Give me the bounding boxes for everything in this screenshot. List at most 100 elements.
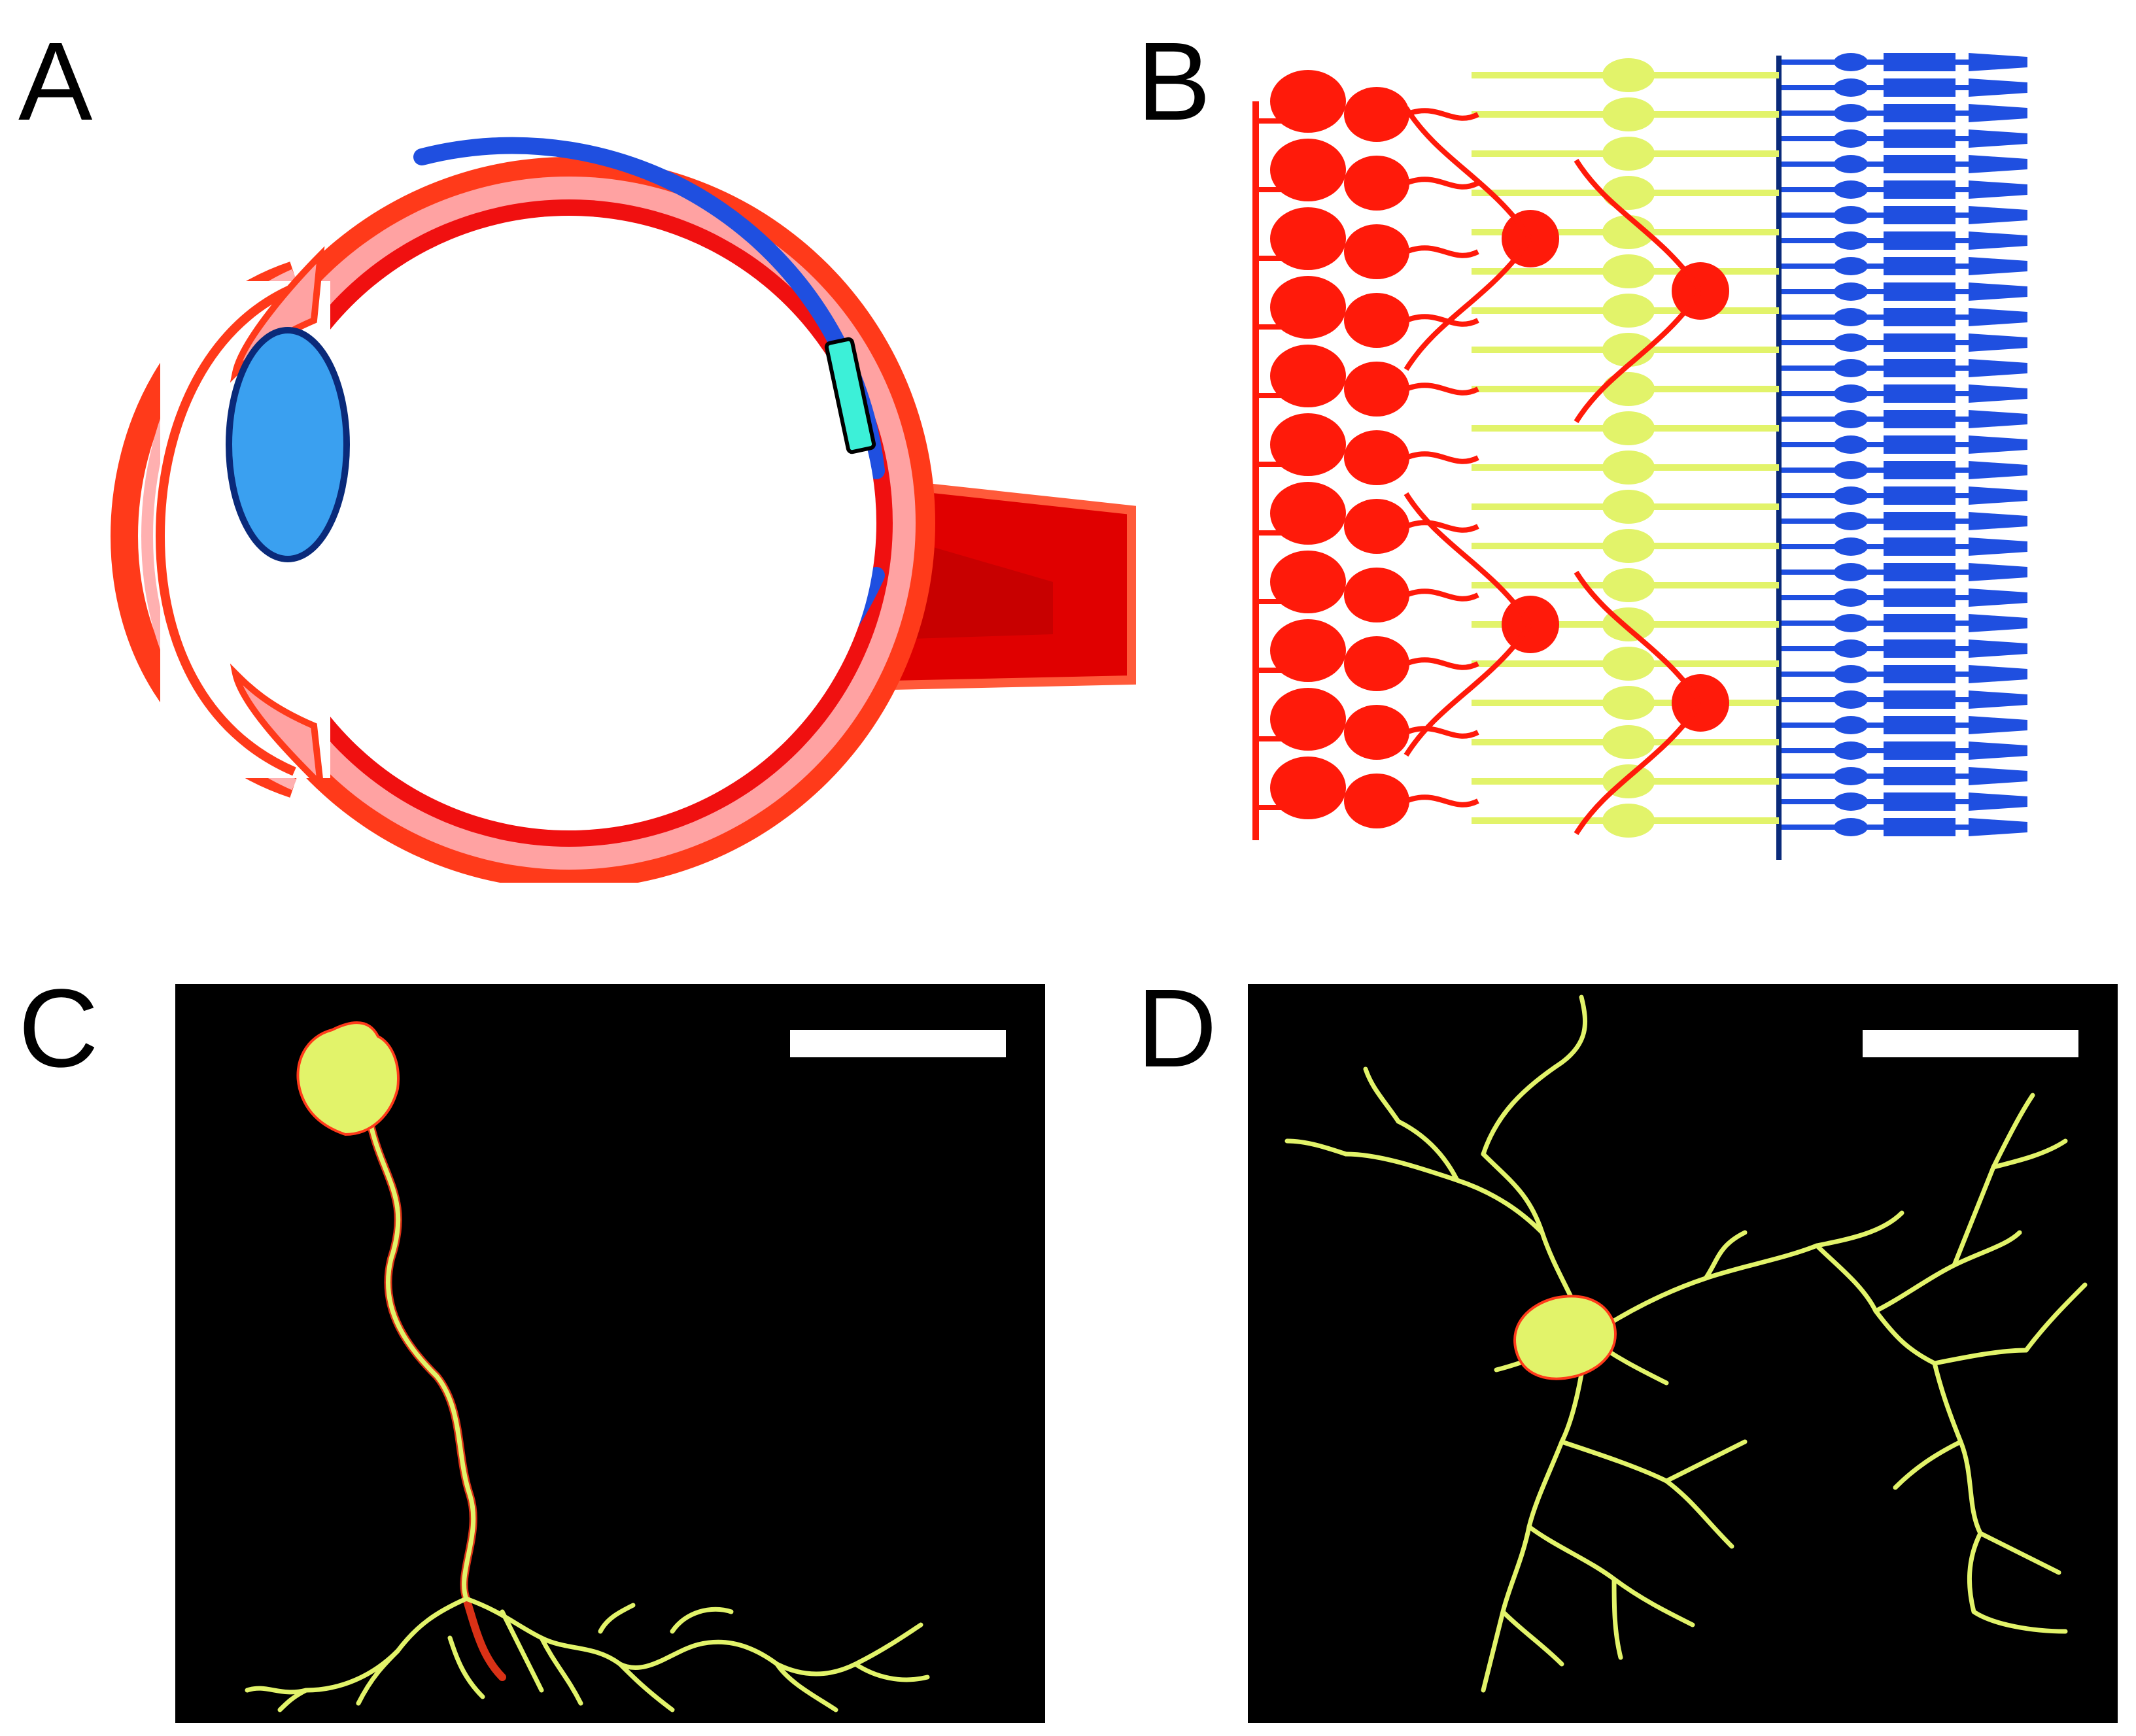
bipolar-cell-body xyxy=(1602,725,1655,759)
photoreceptor-outer-segment xyxy=(1969,486,2027,505)
photoreceptor-inner-segment xyxy=(1884,129,1955,148)
photoreceptor-nucleus xyxy=(1834,231,1868,250)
bipolar-cell-body xyxy=(1602,647,1655,681)
bipolar-cell-body xyxy=(1602,451,1655,485)
photoreceptor-nucleus xyxy=(1834,486,1868,505)
ganglion-dendrite xyxy=(1405,383,1479,396)
photoreceptor-inner-segment xyxy=(1884,818,1955,836)
photoreceptor-inner-segment xyxy=(1884,486,1955,505)
photoreceptor-outer-segment xyxy=(1969,435,2027,454)
bipolar-cell-body xyxy=(1602,254,1655,288)
ganglion-cell-body xyxy=(1270,482,1346,545)
bipolar-cell-body xyxy=(1602,333,1655,367)
photoreceptor-inner-segment xyxy=(1884,231,1955,250)
neuron-d-dendrites xyxy=(1284,995,2088,1693)
ganglion-cell-body xyxy=(1344,224,1409,279)
photoreceptor-inner-segment xyxy=(1884,461,1955,479)
amacrine-dendrite xyxy=(1404,106,1533,241)
photoreceptor-nucleus xyxy=(1834,639,1868,658)
retina-highlight-box xyxy=(824,337,876,454)
photoreceptor-nucleus xyxy=(1834,563,1868,581)
photoreceptor-outer-segment xyxy=(1969,665,2027,683)
photoreceptor-nucleus xyxy=(1834,104,1868,122)
photoreceptor-nucleus xyxy=(1834,206,1868,224)
photoreceptor-nucleus xyxy=(1834,333,1868,352)
ganglion-dendrite xyxy=(1405,520,1479,533)
ganglion-dendrite xyxy=(1405,177,1479,190)
photoreceptor-outer-segment xyxy=(1969,206,2027,224)
photoreceptor-outer-segment xyxy=(1969,741,2027,760)
photoreceptor-outer-segment xyxy=(1969,792,2027,811)
photoreceptor-inner-segment xyxy=(1884,308,1955,326)
neuron-d-tracing xyxy=(1284,995,2088,1693)
photoreceptor-nucleus xyxy=(1834,741,1868,760)
photoreceptor-outer-segment xyxy=(1969,384,2027,403)
photoreceptor-inner-segment xyxy=(1884,206,1955,224)
bipolar-cell-body xyxy=(1602,686,1655,720)
photoreceptor-nucleus xyxy=(1834,53,1868,71)
ganglion-cell-body xyxy=(1344,636,1409,691)
photoreceptor-inner-segment xyxy=(1884,78,1955,97)
neuron-c-tracing xyxy=(245,1021,1006,1712)
ganglion-cell-body xyxy=(1270,276,1346,339)
photoreceptor-outer-segment xyxy=(1969,588,2027,607)
photoreceptor-inner-segment xyxy=(1884,690,1955,709)
bipolar-cell-body xyxy=(1602,568,1655,602)
ganglion-cell-body xyxy=(1270,688,1346,751)
panel-label-d: D xyxy=(1137,966,1217,1091)
vitreous-body xyxy=(262,216,876,830)
panel-label-c: C xyxy=(18,966,99,1091)
ganglion-cell-body xyxy=(1344,430,1409,485)
photoreceptor-outer-segment xyxy=(1969,308,2027,326)
neuron-c-soma xyxy=(296,1021,400,1136)
ganglion-dendrite xyxy=(1405,108,1479,121)
photoreceptor-outer-segment xyxy=(1969,767,2027,785)
photoreceptor-nucleus xyxy=(1834,614,1868,632)
amacrine-dendrite xyxy=(1574,289,1703,424)
neuron-c-glow xyxy=(368,1124,506,1681)
amacrine-dendrite xyxy=(1404,492,1533,626)
panel-label-b: B xyxy=(1137,20,1211,144)
photoreceptor-inner-segment xyxy=(1884,180,1955,199)
retina-layers-illustration xyxy=(1252,53,2027,860)
photoreceptor-nucleus xyxy=(1834,78,1868,97)
neuron-c-dendrites xyxy=(245,1125,930,1712)
photoreceptor-nucleus xyxy=(1834,410,1868,428)
photoreceptor-inner-segment xyxy=(1884,435,1955,454)
photoreceptor-outer-segment xyxy=(1969,282,2027,301)
photoreceptor-inner-segment xyxy=(1884,282,1955,301)
photoreceptor-nucleus xyxy=(1834,257,1868,275)
panel-label-a: A xyxy=(18,20,93,144)
bipolar-cell-body xyxy=(1602,804,1655,838)
photoreceptor-outer-segment xyxy=(1969,410,2027,428)
scale-bar xyxy=(790,1030,1006,1057)
amacrine-dendrite xyxy=(1404,237,1533,371)
photoreceptor-inner-segment xyxy=(1884,588,1955,607)
ganglion-cell-body xyxy=(1344,293,1409,348)
photoreceptor-inner-segment xyxy=(1884,333,1955,352)
photoreceptor-nucleus xyxy=(1834,792,1868,811)
ganglion-dendrite xyxy=(1405,245,1479,258)
photoreceptor-nucleus xyxy=(1834,537,1868,556)
bipolar-cell-body xyxy=(1602,490,1655,524)
photoreceptor-inner-segment xyxy=(1884,563,1955,581)
ganglion-dendrite xyxy=(1405,314,1479,327)
photoreceptor-outer-segment xyxy=(1969,461,2027,479)
photoreceptor-inner-segment xyxy=(1884,512,1955,530)
photoreceptor-inner-segment xyxy=(1884,639,1955,658)
photoreceptor-outer-segment xyxy=(1969,690,2027,709)
panel-b-retina-diagram xyxy=(1243,49,2047,879)
bipolar-cell-body xyxy=(1602,411,1655,445)
photoreceptor-outer-segment xyxy=(1969,537,2027,556)
bipolar-cell-body xyxy=(1602,529,1655,563)
photoreceptor-outer-segment xyxy=(1969,231,2027,250)
photoreceptor-nucleus xyxy=(1834,308,1868,326)
photoreceptor-outer-segment xyxy=(1969,155,2027,173)
photoreceptor-outer-segment xyxy=(1969,333,2027,352)
photoreceptor-nucleus xyxy=(1834,588,1868,607)
bipolar-cell-body xyxy=(1602,137,1655,171)
amacrine-dendrite xyxy=(1574,701,1703,836)
photoreceptor-outer-segment xyxy=(1969,359,2027,377)
photoreceptor-inner-segment xyxy=(1884,257,1955,275)
ganglion-cell-body xyxy=(1344,87,1409,142)
